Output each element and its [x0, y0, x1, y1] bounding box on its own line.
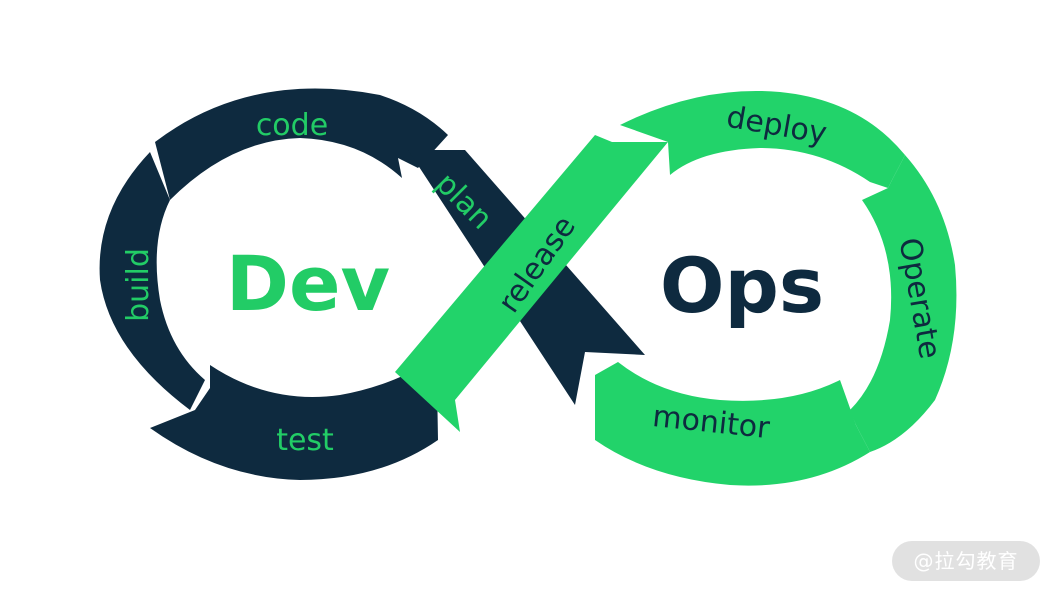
segment-deploy	[620, 90, 905, 188]
segment-release	[395, 135, 668, 432]
watermark-badge: @拉勾教育	[892, 541, 1040, 581]
center-ops: Ops	[660, 241, 824, 330]
center-dev: Dev	[226, 239, 390, 328]
label-code: code	[256, 108, 328, 143]
label-test: test	[276, 423, 334, 458]
segment-test	[150, 365, 438, 480]
segment-build	[99, 152, 205, 410]
label-build: build	[121, 248, 156, 322]
segment-monitor	[595, 362, 870, 486]
ops-ring	[395, 90, 957, 486]
segment-code	[155, 88, 448, 200]
segment-operate	[850, 155, 957, 452]
